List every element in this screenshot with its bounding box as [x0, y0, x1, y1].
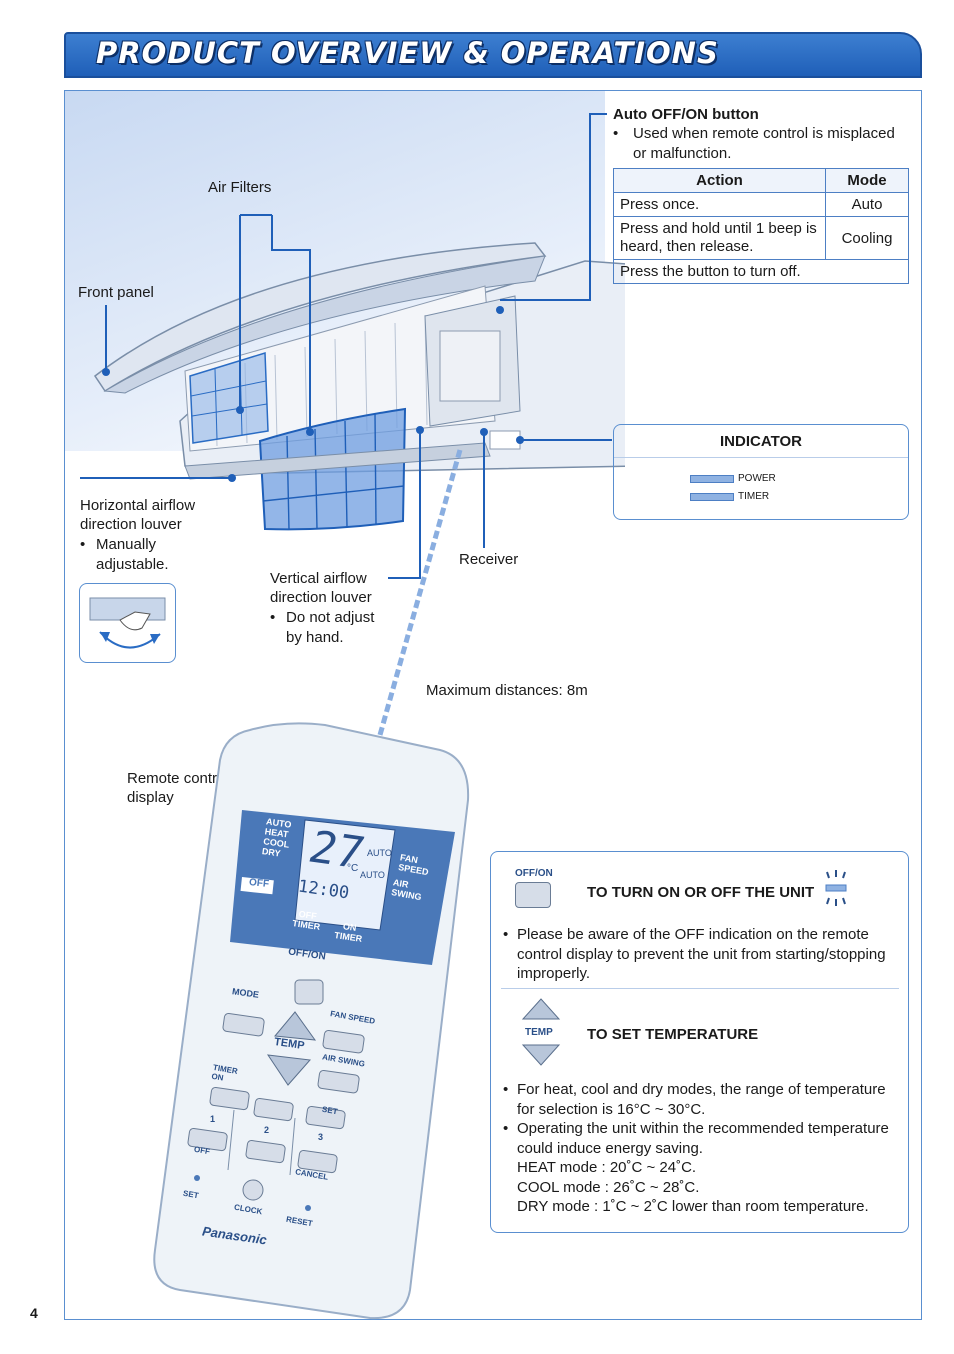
timer-2: 2: [264, 1125, 270, 1135]
cool-range: COOL mode : 26˚C ~ 28˚C.: [517, 1178, 700, 1196]
timer-3: 3: [318, 1132, 324, 1142]
indicator-panel: INDICATOR POWER TIMER: [613, 424, 909, 520]
auto-button-note: •Used when remote control is misplaced o…: [613, 125, 895, 162]
indicator-title: INDICATOR: [614, 425, 908, 458]
air-filters-label: Air Filters: [208, 179, 272, 196]
horizontal-louver-label: Horizontal airflow direction louver: [80, 497, 196, 533]
table-cell: Press the button to turn off.: [613, 259, 909, 284]
temp-icon-label: TEMP: [525, 1027, 553, 1038]
indoor-unit-illustration: [93, 242, 625, 531]
table-row: Press once. Auto: [613, 192, 909, 217]
table-cell: Press once.: [613, 192, 826, 217]
auto-button-title: Auto OFF/ON button: [613, 106, 759, 123]
remote-fan-auto: AUTO: [367, 848, 392, 858]
temp-note-2: •Operating the unit within the recommend…: [503, 1120, 889, 1157]
mode-ranges: HEAT mode : 20˚C ~ 24˚C. COOL mode : 26˚…: [517, 1158, 869, 1217]
header-bar: [64, 32, 922, 78]
vertical-louver-note: •Do not adjust by hand.: [270, 609, 375, 646]
set-temperature-title: TO SET TEMPERATURE: [587, 1026, 759, 1043]
remote-off-indicator: OFF: [248, 876, 270, 891]
dry-range: DRY mode : 1˚C ~ 2˚C lower than room tem…: [517, 1198, 869, 1215]
vertical-louver-label: Vertical airflow direction louver: [270, 570, 372, 606]
table-header-action: Action: [613, 168, 826, 193]
divider: [501, 988, 899, 989]
remote-display-label: Remote control display: [127, 770, 229, 806]
remote-temp-unit: °C: [347, 863, 359, 874]
table-cell: Auto: [825, 192, 909, 217]
offon-icon: OFF/ON: [515, 868, 553, 908]
table-cell: Cooling: [825, 216, 909, 260]
indicator-power: POWER: [690, 473, 776, 484]
page-number: 4: [30, 1305, 38, 1321]
auto-button-table: Action Mode Press once. Auto Press and h…: [613, 168, 909, 284]
front-panel-label: Front panel: [78, 284, 154, 301]
horizontal-louver-note: •Manually adjustable.: [80, 536, 169, 573]
louver-hand-icon: [79, 583, 176, 663]
remote-swing-auto: AUTO: [360, 870, 385, 880]
turn-note: •Please be aware of the OFF indication o…: [503, 926, 886, 982]
receiver-label: Receiver: [459, 551, 519, 568]
table-row: Press and hold until 1 beep is heard, th…: [613, 216, 909, 260]
turn-on-off-title: TO TURN ON OR OFF THE UNIT: [587, 884, 815, 901]
table-cell: Press and hold until 1 beep is heard, th…: [613, 216, 826, 260]
temp-note-1: •For heat, cool and dry modes, the range…: [503, 1081, 886, 1118]
indicator-timer: TIMER: [690, 491, 769, 502]
heat-range: HEAT mode : 20˚C ~ 24˚C.: [517, 1159, 697, 1176]
timer-1: 1: [210, 1114, 216, 1124]
operations-panel: OFF/ON TO TURN ON OR OFF THE UNIT •Pleas…: [490, 851, 909, 1233]
table-row: Press the button to turn off.: [613, 259, 909, 284]
leader-lines: [80, 113, 612, 736]
flashing-indicator-icon: [825, 870, 847, 906]
temp-icon: [521, 997, 561, 1072]
max-distance-label: Maximum distances: 8m: [426, 682, 588, 699]
page-title: PRODUCT OVERVIEW & OPERATIONS: [96, 36, 719, 70]
table-header-mode: Mode: [825, 168, 909, 193]
